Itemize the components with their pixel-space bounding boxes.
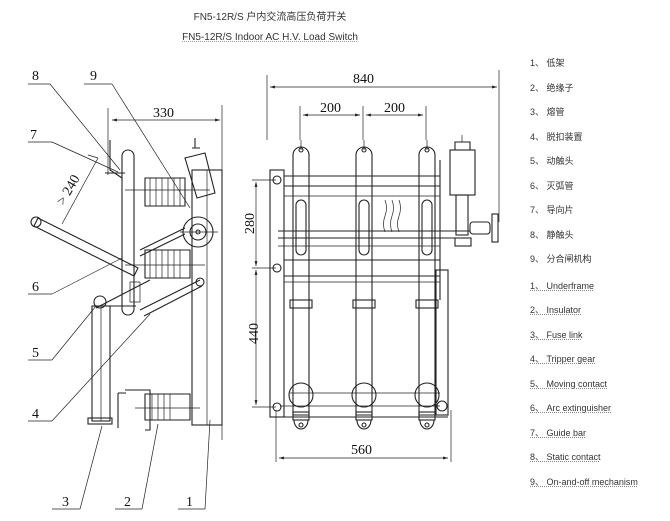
legend-cn-item: 8、 静触头: [530, 229, 574, 240]
legend-cn-item: 2、 绝缘子: [530, 82, 574, 93]
dim-240: > 240: [54, 173, 83, 209]
pole-1: [288, 140, 314, 430]
legend-en-item: 9、 On-and-off mechanism: [530, 476, 638, 487]
legend-en-item: 4、 Tripper gear: [530, 354, 596, 364]
dim-200-a: 200: [320, 101, 341, 116]
dim-440: 440: [247, 323, 262, 344]
dim-560: 560: [351, 443, 372, 458]
callout-5: 5: [32, 346, 39, 361]
legend-cn-item: 5、 动触头: [530, 156, 574, 166]
legend-cn-item: 1、 低架: [530, 58, 565, 68]
legend-en-item: 5、 Moving contact: [530, 378, 608, 389]
callout-2: 2: [124, 495, 131, 510]
parts-legend: 1、 低架 2、 绝缘子 3、 熔管 4、 脱扣装置 5、 动触头 6、 灭弧管…: [530, 56, 670, 499]
legend-en-item: 2、 Insulator: [530, 305, 582, 315]
callout-4: 4: [32, 407, 39, 422]
front-view: 840 200 200 280 440 560: [243, 70, 500, 462]
callout-9: 9: [90, 69, 97, 84]
legend-cn-item: 3、 熔管: [530, 107, 565, 117]
side-view: 330 > 240: [28, 69, 223, 510]
legend-cn-item: 9、 分合闸机构: [530, 254, 592, 264]
dim-280: 280: [243, 213, 258, 234]
dim-840: 840: [353, 72, 374, 87]
dim-330: 330: [153, 106, 174, 121]
callout-6: 6: [32, 280, 39, 295]
callout-1: 1: [186, 495, 193, 510]
title-english: FN5-12R/S Indoor AC H.V. Load Switch: [182, 32, 358, 43]
legend-english: 1、 Underframe 2、 Insulator 3、 Fuse link …: [530, 279, 670, 500]
legend-chinese: 1、 低架 2、 绝缘子 3、 熔管 4、 脱扣装置 5、 动触头 6、 灭弧管…: [530, 56, 670, 277]
legend-cn-item: 4、 脱扣装置: [530, 131, 583, 142]
legend-cn-item: 7、 导向片: [530, 205, 574, 215]
legend-en-item: 3、 Fuse link: [530, 329, 583, 340]
legend-en-item: 6、 Arc extinguisher: [530, 403, 612, 413]
legend-en-item: 1、 Underframe: [530, 280, 595, 291]
dim-200-b: 200: [384, 101, 405, 116]
legend-en-item: 8、 Static contact: [530, 452, 601, 462]
callout-3: 3: [62, 495, 69, 510]
pole-2: [351, 140, 377, 430]
callout-8: 8: [32, 69, 39, 84]
pole-3: [414, 140, 440, 430]
legend-en-item: 7、 Guide bar: [530, 427, 587, 438]
callout-7: 7: [30, 128, 37, 143]
legend-cn-item: 6、 灭弧管: [530, 180, 574, 191]
title-chinese: FN5-12R/S 户内交流高压负荷开关: [193, 12, 347, 23]
